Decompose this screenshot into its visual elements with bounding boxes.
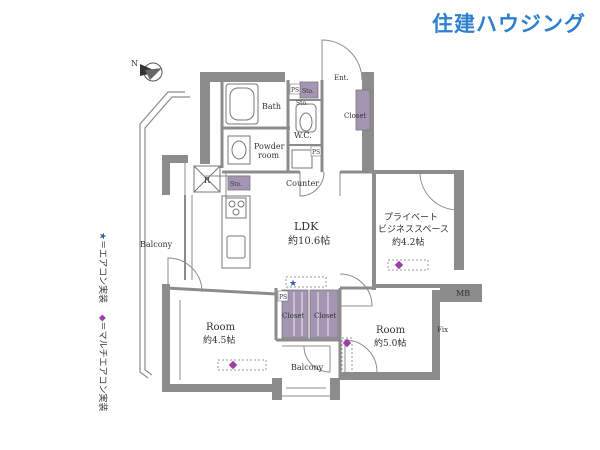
legend-star-text: ＝エアコン実装 [97, 240, 107, 304]
room-left-size: 約4.5帖 [203, 334, 235, 346]
multi-aircon-marker-2 [228, 360, 238, 370]
brand-logo: 住建ハウジング [432, 12, 586, 36]
balcony-bottom-label: Balcony [291, 363, 324, 372]
ps-tag-2: PS [312, 149, 320, 156]
kitchen-counter [221, 195, 251, 269]
ps-tag-3: PS [279, 294, 287, 301]
refrigerator [193, 165, 221, 193]
legend-diamond-text: ＝マルチエアコン実装 [97, 321, 107, 412]
sto-tag-1: Sto. [302, 88, 314, 95]
closet-entry [355, 89, 371, 131]
wc-sink [291, 149, 313, 169]
stove-top [225, 197, 247, 219]
fix-label: Fix [437, 326, 448, 334]
sto-tag-2: Sto. [296, 100, 308, 107]
ldk-size: 約10.6帖 [288, 234, 330, 247]
closet-left-label: Closet [282, 312, 305, 320]
powder-line1: Powder [254, 142, 285, 151]
ps-tag-1: PS [291, 87, 299, 94]
room-right-size: 約5.0帖 [374, 337, 406, 349]
aircon-markers [217, 259, 429, 379]
entrance-label: Ent. [334, 74, 349, 82]
multi-aircon-marker-3 [342, 338, 352, 348]
room-left-name: Room [206, 322, 236, 333]
aircon-star-marker: ★ [289, 279, 297, 289]
refrigerator-label: R [204, 176, 211, 185]
counter-label: Counter [286, 179, 319, 188]
closets [227, 81, 371, 339]
ldk-name: LDK [294, 220, 319, 233]
closet-right-label: Closet [314, 312, 337, 320]
ps-sto-tags [277, 83, 322, 302]
interior-walls [165, 80, 454, 397]
bath-fixtures [225, 83, 317, 169]
bath-label: Bath [262, 102, 281, 111]
business-line1: プライベート [384, 212, 438, 223]
windows [179, 155, 437, 389]
compass-icon [140, 62, 163, 82]
wc-label: W.C. [294, 131, 312, 140]
door-swings [167, 39, 464, 373]
powder-line2: room [258, 151, 279, 160]
balcony-railing [139, 91, 190, 379]
legend-star-icon: ★ [97, 232, 107, 241]
room-right-name: Room [376, 325, 406, 336]
compass-north-label: N [131, 59, 138, 68]
kitchen-sink [226, 235, 246, 259]
kitchen [193, 165, 251, 269]
balcony-side-label: Balcony [140, 240, 173, 249]
aircon-legend: ★＝エアコン実装 ◆＝マルチエアコン実装 [97, 232, 110, 411]
mb-label: MB [456, 289, 470, 298]
powder-sink [227, 135, 251, 165]
sto-tag-3: Sto. [230, 181, 242, 188]
bathtub [225, 83, 259, 125]
closet-entry-label: Closet [344, 112, 367, 120]
multi-aircon-marker-1 [394, 260, 404, 270]
toilet [295, 103, 317, 133]
business-line2: ビジネススペース [378, 224, 449, 235]
closet-right [309, 289, 339, 339]
closet-hangers [293, 292, 329, 336]
business-size: 約4.2帖 [392, 236, 424, 248]
